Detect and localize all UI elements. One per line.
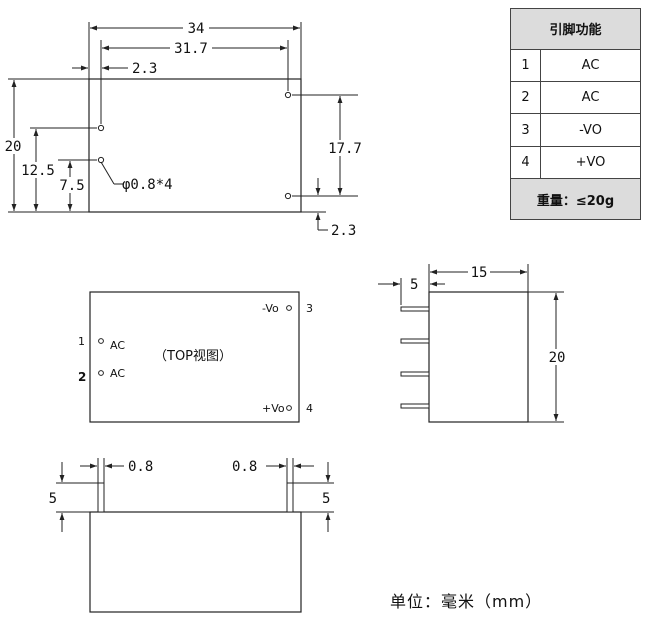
table-row: 3 -VO [509, 113, 641, 147]
dim-depth-15: 15 [471, 265, 488, 281]
pin4-number: 4 [306, 402, 313, 415]
front-pin-left [97, 482, 105, 513]
module-outline-top [88, 78, 302, 213]
pin4-label: +Vo [262, 402, 285, 415]
pin1-label: AC [110, 339, 125, 352]
dim-pin-span-17-7: 17.7 [328, 141, 362, 157]
pin-function-cell: AC [540, 48, 641, 83]
dim-height-7-5: 7.5 [59, 178, 84, 194]
hole-layout-view: 34 31.7 2.3 20 12.5 7.5 φ0.8*4 [3, 20, 364, 239]
pin3-marker [286, 305, 292, 311]
pin-number-cell: 4 [509, 145, 542, 180]
pin3-number: 3 [306, 302, 313, 315]
top-view: （TOP视图） 1 AC 2 AC -Vo 3 +Vo 4 [78, 291, 313, 423]
dim-front-pin-length-left: 5 [49, 491, 57, 507]
hole-pin-4 [284, 192, 292, 200]
hole-pin-3 [284, 91, 292, 99]
module-outline-side [428, 291, 529, 423]
dim-pin-span-31-7: 31.7 [174, 41, 208, 57]
dim-pin-offset-x-2-3: 2.3 [132, 61, 157, 77]
pin2-marker [98, 370, 104, 376]
dim-side-height-20: 20 [549, 350, 566, 366]
dim-front-pin-length-right: 5 [322, 491, 330, 507]
side-pin-4 [400, 403, 430, 409]
pin1-number: 1 [78, 335, 85, 348]
side-pin-1 [400, 306, 430, 312]
dim-width-34: 34 [188, 21, 205, 37]
pin2-label: AC [110, 367, 125, 380]
table-row: 2 AC [509, 81, 641, 115]
table-row: 4 +VO [509, 145, 641, 180]
dim-front-pin-dia-right: 0.8 [232, 459, 257, 475]
pin3-label: -Vo [262, 302, 279, 315]
pin-number-cell: 3 [509, 113, 542, 147]
side-view: 15 5 20 [378, 264, 570, 423]
top-view-caption: （TOP视图） [154, 349, 232, 364]
hole-pin-1 [97, 124, 105, 132]
dim-pin-offset-y-2-3: 2.3 [331, 223, 356, 239]
pin-function-cell: +VO [540, 145, 641, 180]
pin-number-cell: 1 [509, 48, 542, 83]
pin-table-header: 引脚功能 [510, 8, 641, 50]
pin4-marker [286, 405, 292, 411]
pin-function-cell: AC [540, 81, 641, 115]
pin-function-table: 引脚功能 1 AC 2 AC 3 -VO 4 +VO 重量：≤20g [509, 8, 641, 220]
side-pin-2 [400, 338, 430, 344]
pin-function-cell: -VO [540, 113, 641, 147]
weight-note: 重量：≤20g [510, 178, 641, 220]
front-pin-right [286, 482, 294, 513]
module-outline-top-view [89, 291, 300, 423]
front-view: 0.8 0.8 5 5 [49, 458, 334, 613]
dim-side-pin-length-5: 5 [410, 277, 418, 293]
dim-height-12-5: 12.5 [21, 163, 55, 179]
side-pin-3 [400, 371, 430, 377]
unit-label: 单位：毫米（mm） [390, 592, 543, 611]
pin-number-cell: 2 [509, 81, 542, 115]
pin2-number: 2 [78, 370, 86, 384]
dim-height-20: 20 [5, 139, 22, 155]
hole-diameter-note: φ0.8*4 [122, 177, 173, 193]
pin1-marker [98, 338, 104, 344]
module-outline-front [89, 511, 302, 613]
table-row: 1 AC [509, 48, 641, 83]
dim-front-pin-dia-left: 0.8 [128, 459, 153, 475]
hole-pin-2 [97, 156, 105, 164]
